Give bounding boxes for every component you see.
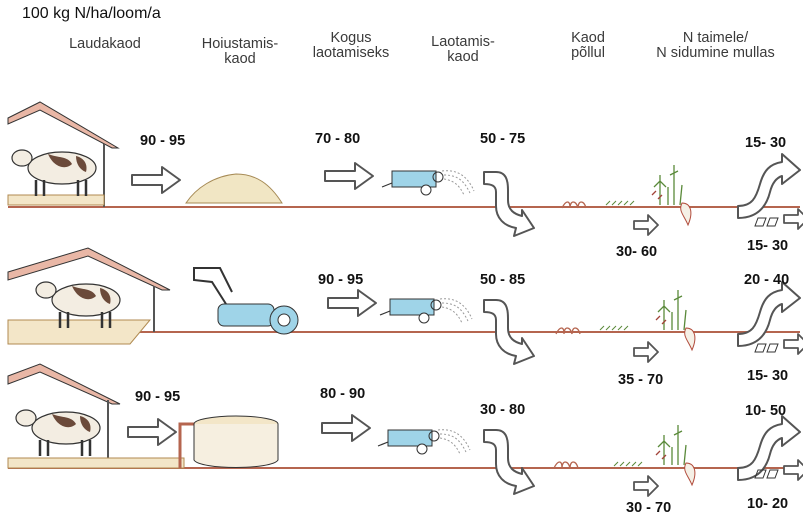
header-total-for-spreading: Kogus laotamiseks: [296, 30, 406, 62]
spreader-icon: [379, 298, 473, 324]
value-after-spreading: 50 - 85: [480, 272, 526, 288]
header-plant-soil: N taimele/ N sidumine mullas: [628, 30, 803, 62]
row-2-illustration: [7, 247, 803, 365]
manure-heap: [185, 173, 283, 204]
header-total-line2: laotamiseks: [312, 45, 390, 62]
value-after-barn: 90 - 95: [140, 133, 186, 149]
header-storage-losses: Hoiustamis- kaod: [180, 36, 300, 68]
slurry-pipe: [178, 422, 196, 468]
arrow-right-icon: [327, 289, 377, 317]
arrow-right-icon: [633, 475, 659, 497]
arrow-right-icon: [783, 333, 803, 355]
header-spreading-losses: Laotamis- kaod: [408, 34, 518, 66]
loader-arm: [193, 267, 233, 305]
value-after-barn: 90 - 95: [135, 389, 181, 405]
vegetation-icon: [599, 325, 629, 331]
arrow-down-icon: [483, 171, 535, 237]
value-to-plant: 10- 50: [745, 403, 787, 419]
tractor-hub: [277, 313, 291, 327]
tractor-body: [217, 303, 275, 327]
vegetation-icon: [605, 200, 635, 206]
plants-icon: [655, 289, 696, 351]
arrow-up-icon: [737, 281, 801, 347]
arrow-right-icon: [783, 459, 803, 481]
value-soil-bound: 15- 30: [747, 238, 789, 254]
arrow-right-icon: [783, 208, 803, 230]
spreader-icon: [381, 170, 475, 196]
value-after-spreading: 50 - 75: [480, 131, 526, 147]
arrow-right-icon: [324, 162, 374, 190]
slurry-tank: [193, 424, 279, 468]
arrow-right-icon: [321, 414, 371, 442]
arrow-up-icon: [737, 153, 801, 219]
value-field-loss: 30- 60: [616, 244, 658, 260]
plants-icon: [655, 424, 696, 486]
row-3-illustration: [7, 363, 803, 497]
value-soil-bound: 10- 20: [747, 496, 789, 512]
barn-roof: [7, 363, 121, 405]
header-total-line1: Kogus: [330, 30, 372, 46]
cow-icon: [10, 148, 98, 198]
barn-roof: [7, 101, 120, 149]
value-soil-bound: 15- 30: [747, 368, 789, 384]
arrow-right-icon: [633, 214, 659, 236]
arrow-right-icon: [127, 418, 177, 446]
arrow-down-icon: [483, 429, 535, 495]
unit-label: 100 kg N/ha/loom/a: [22, 5, 161, 22]
value-for-spreading: 70 - 80: [315, 131, 361, 147]
value-for-spreading: 80 - 90: [320, 386, 366, 402]
header-barn-losses: Laudakaod: [40, 36, 170, 52]
barn-roof: [7, 247, 171, 291]
header-plant-line2: N sidumine mullas: [656, 45, 775, 62]
arrow-right-icon: [633, 341, 659, 363]
barn-floor: [7, 319, 152, 345]
header-storage-line1: Hoiustamis-: [201, 36, 279, 52]
header-field-line1: Kaod: [571, 30, 605, 46]
barn-floor: [7, 457, 185, 469]
header-spreading-line1: Laotamis-: [431, 34, 495, 50]
header-storage-line2: kaod: [224, 51, 256, 68]
header-plant-line1: N taimele/: [682, 30, 749, 46]
value-field-loss: 30 - 70: [626, 500, 672, 516]
barn-floor: [7, 194, 105, 206]
value-field-loss: 35 - 70: [618, 372, 664, 388]
header-field-losses: Kaod põllul: [548, 30, 628, 62]
vegetation-icon: [613, 461, 643, 467]
soil-particles-icon: [754, 217, 779, 227]
value-after-spreading: 30 - 80: [480, 402, 526, 418]
value-for-spreading: 90 - 95: [318, 272, 364, 288]
soil-particles-icon: [754, 343, 779, 353]
row-1-illustration: [7, 101, 803, 237]
soil-particles-icon: [754, 469, 779, 479]
plants-icon: [651, 164, 692, 226]
spreader-icon: [377, 429, 471, 455]
cow-icon: [14, 408, 102, 458]
header-barn-text: Laudakaod: [69, 36, 141, 52]
value-to-plant: 15- 30: [745, 135, 787, 151]
value-to-plant: 20 - 40: [744, 272, 790, 288]
header-field-line2: põllul: [571, 45, 605, 62]
arrow-right-icon: [131, 166, 181, 194]
header-spreading-line2: kaod: [447, 49, 479, 66]
